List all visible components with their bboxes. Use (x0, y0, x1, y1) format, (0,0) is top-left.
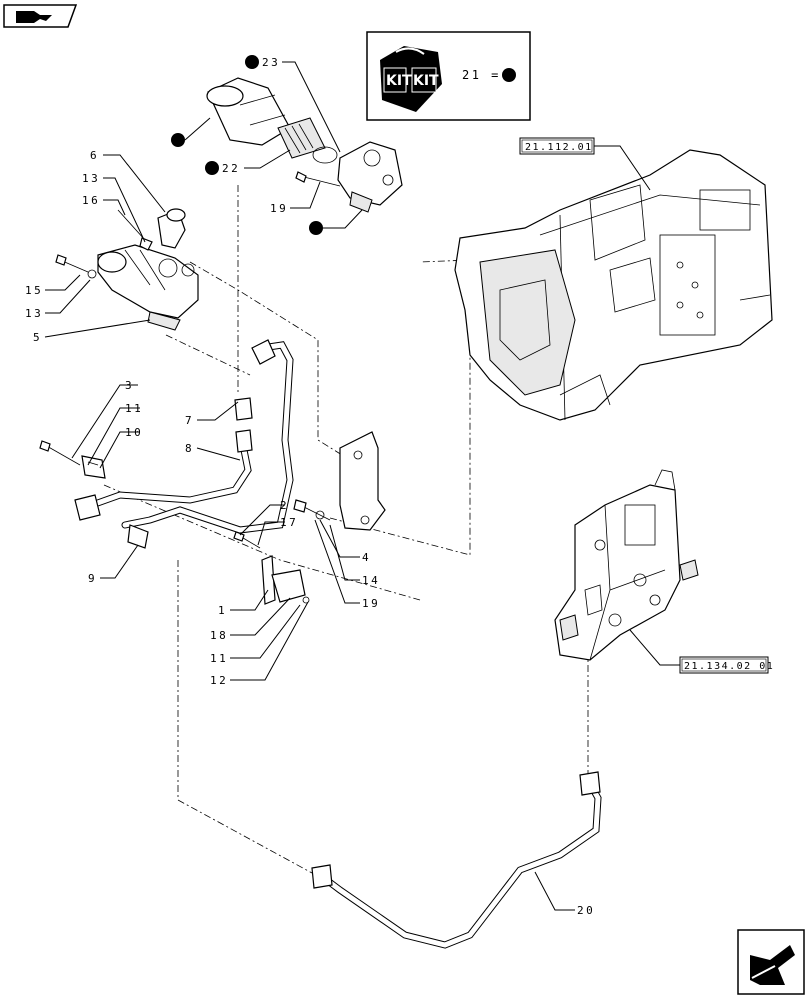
clamp-bracket-1 (233, 531, 310, 605)
callout-23: 23 (262, 56, 280, 69)
bracket-4 (293, 431, 386, 531)
ref-valve-block-label: 21.134.02 01 (684, 661, 774, 672)
filter-housing (55, 208, 199, 331)
callout-5: 5 (33, 331, 42, 344)
callout-14: 14 (362, 574, 380, 587)
filter-assembly-upper (206, 77, 403, 213)
callout-13: 13 (25, 307, 43, 320)
callout-19: 19 (270, 202, 288, 215)
callout-18: 18 (210, 629, 228, 642)
leader-lines (44, 61, 680, 911)
ref-valve-block[interactable]: 21.134.02 01 (679, 656, 774, 674)
book-arrow-icon[interactable] (3, 4, 78, 28)
callout-labels: 23 22 6 13 16 19 15 13 5 3 11 10 7 8 2 1… (25, 56, 595, 917)
callout-11: 11 (210, 652, 228, 665)
next-arrow-icon[interactable] (737, 929, 805, 995)
ref-transmission-label: 21.112.01 (525, 142, 593, 153)
callout-19: 19 (362, 597, 380, 610)
callout-9: 9 (88, 572, 97, 585)
kit-bullet-icon (171, 133, 185, 147)
callout-2: 2 (280, 499, 289, 512)
callout-8: 8 (185, 442, 194, 455)
transmission-housing (454, 149, 773, 421)
kit-cube-icon: KIT KIT (380, 46, 442, 112)
callout-12: 12 (210, 674, 228, 687)
callout-3: 3 (125, 379, 134, 392)
kit-label-1: KIT (386, 73, 412, 89)
callout-13: 13 (82, 172, 100, 185)
callout-11: 11 (125, 402, 143, 415)
kit-bullet-icon (309, 221, 323, 235)
callout-20: 20 (577, 904, 595, 917)
valve-block (554, 469, 699, 661)
kit-box: KIT KIT 21 = (366, 31, 531, 121)
clamp-parts-left (39, 440, 106, 479)
callout-4: 4 (362, 551, 371, 564)
kit-bullet-icon (502, 68, 516, 82)
callout-22: 22 (222, 162, 240, 175)
callout-16: 16 (82, 194, 100, 207)
pipe-20 (311, 771, 602, 949)
ref-transmission[interactable]: 21.112.01 (519, 137, 595, 155)
callout-17: 17 (280, 516, 298, 529)
pipe-8 (74, 339, 294, 549)
kit-bullets (171, 55, 323, 235)
callout-10: 10 (125, 426, 143, 439)
assembly-lines (103, 185, 589, 874)
kit-bullet-icon (205, 161, 219, 175)
callout-7: 7 (185, 414, 194, 427)
callout-6: 6 (90, 149, 99, 162)
kit-formula: 21 = (462, 68, 501, 82)
callout-15: 15 (25, 284, 43, 297)
kit-label-2: KIT (413, 73, 439, 89)
kit-bullet-icon (245, 55, 259, 69)
callout-1: 1 (218, 604, 227, 617)
